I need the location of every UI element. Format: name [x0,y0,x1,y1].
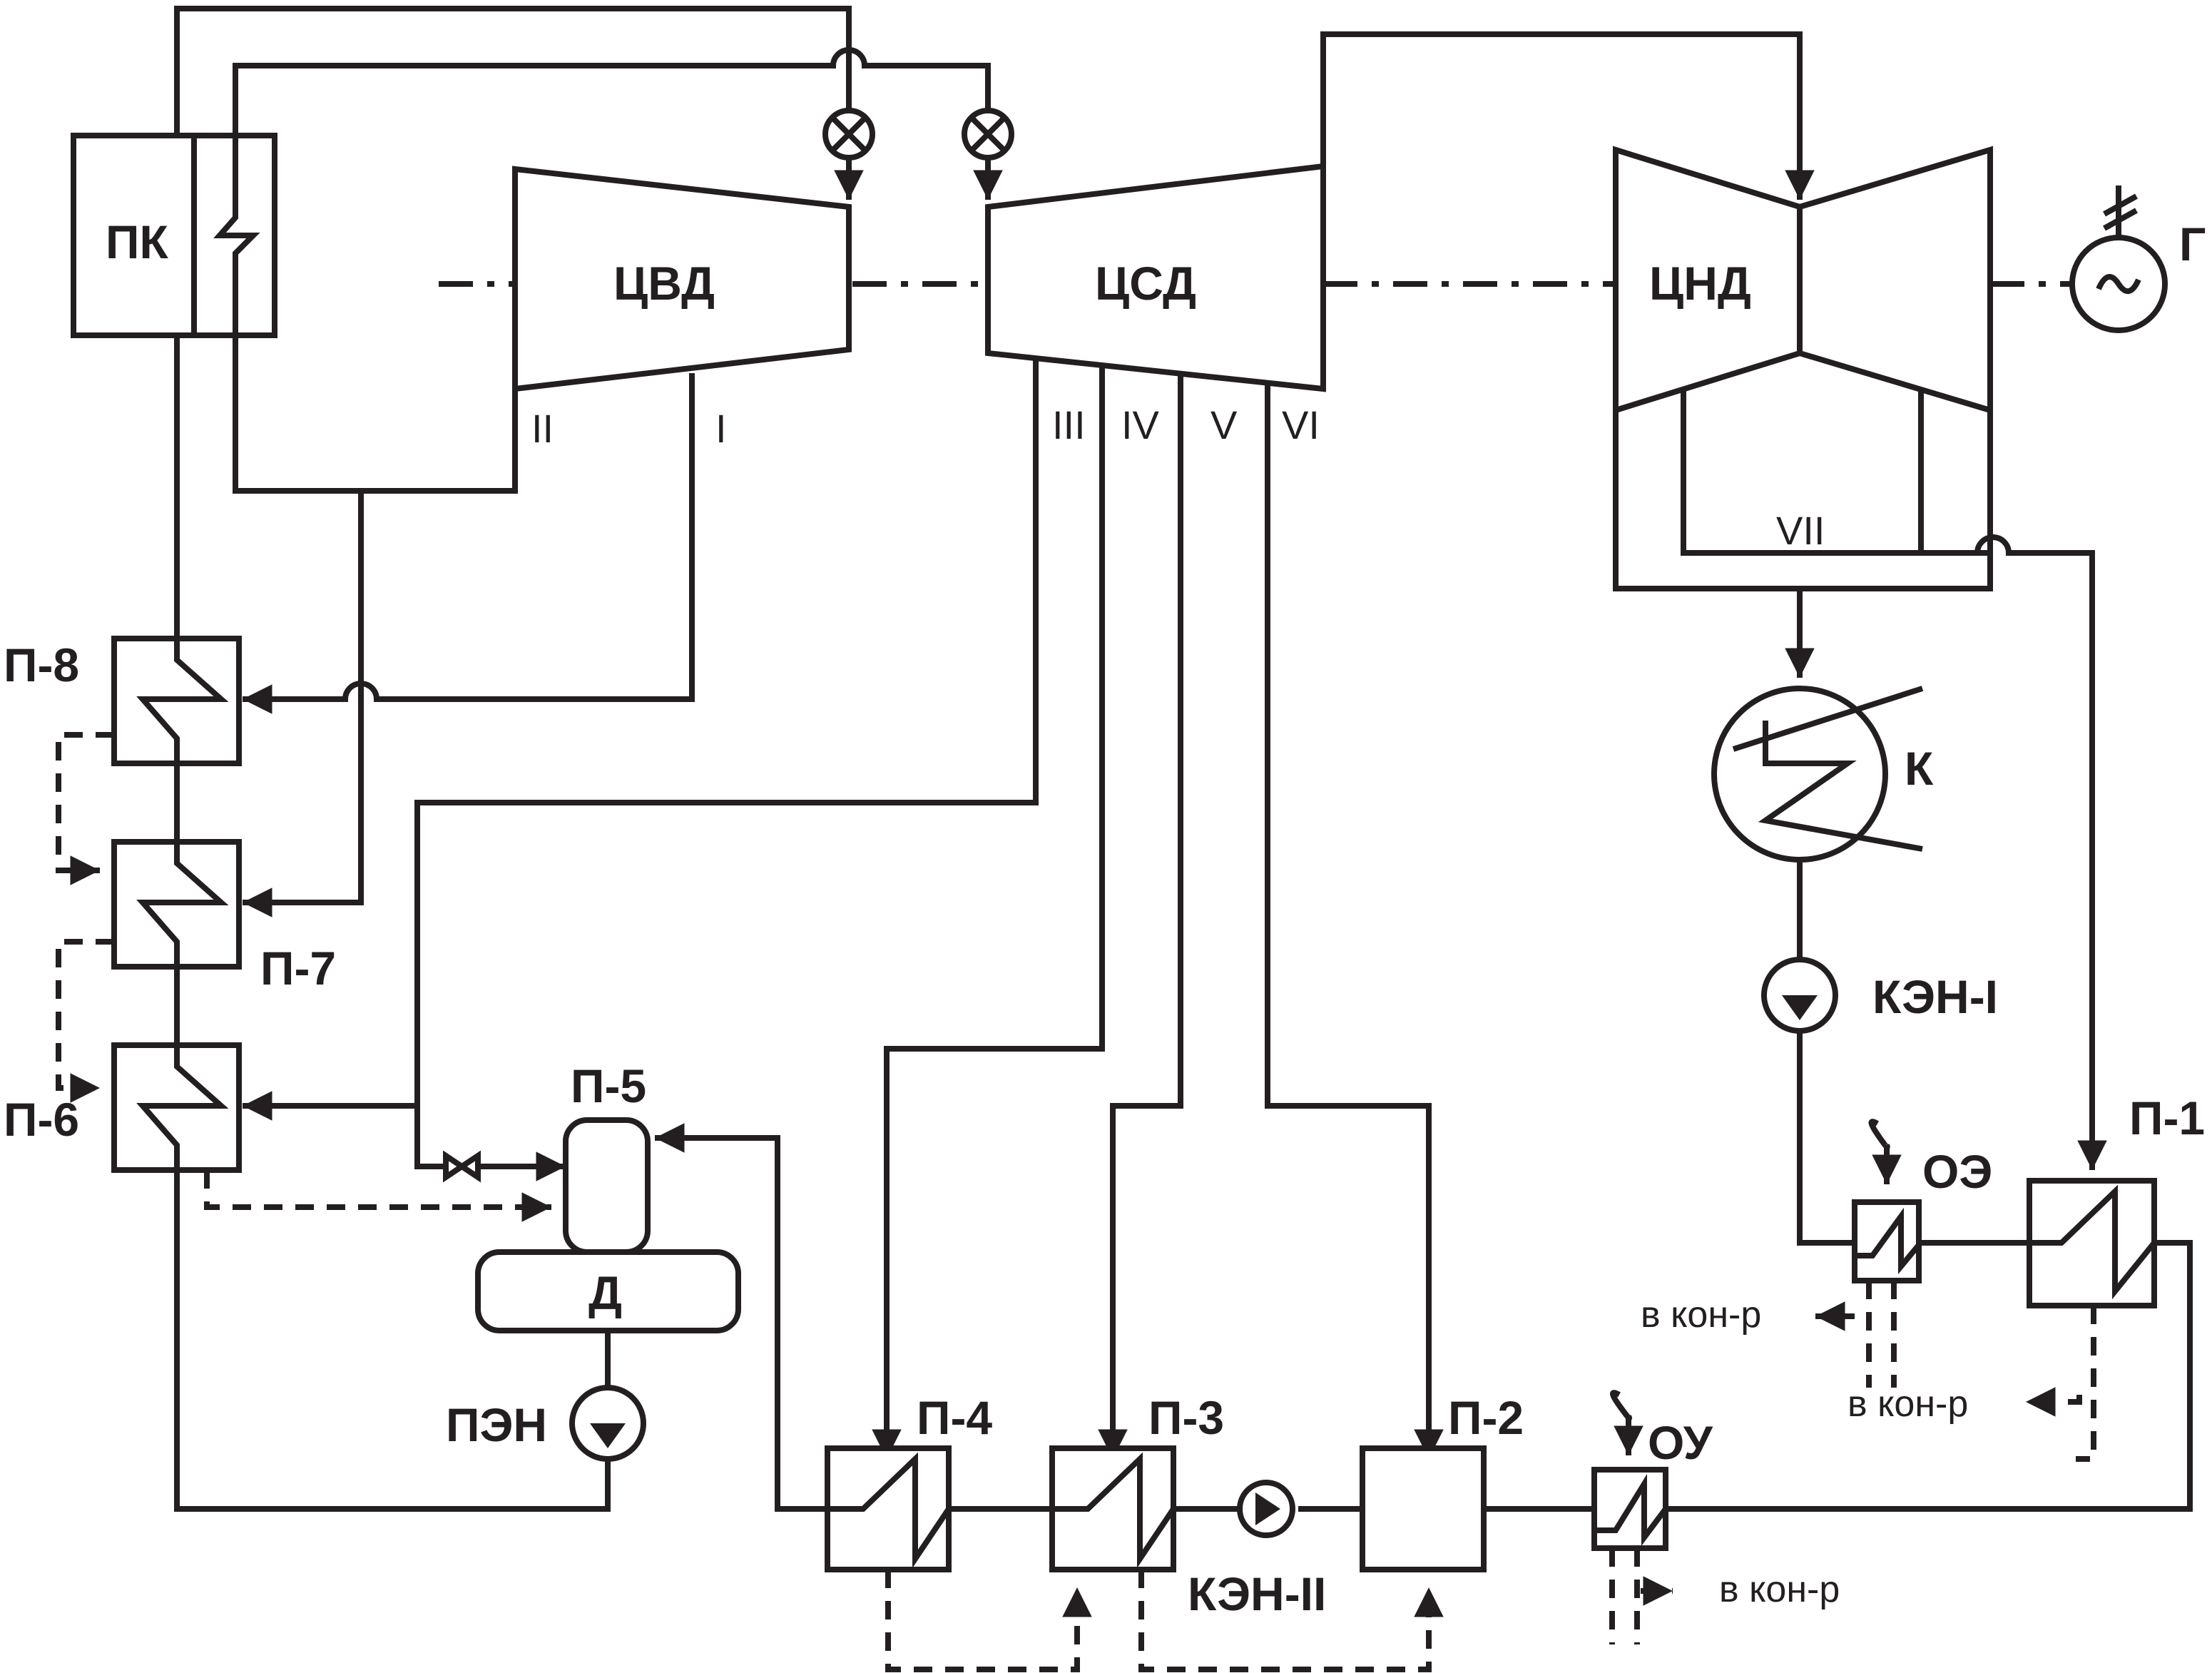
seal-cooler: ОУ [1591,1390,1713,1551]
heater-p8-label: П-8 [4,639,79,691]
boiler-label: ПК [106,215,168,268]
ejector-drain [1815,1281,1897,1388]
deaerator: Д П-5 [475,1059,741,1333]
p8-drain [56,732,114,885]
extraction-VI: VI [1282,402,1320,447]
crossover-pipe [1320,31,1815,200]
hp-cylinder: ЦВД [512,166,852,392]
condensate-pump-2-label: КЭН-II [1188,1567,1326,1620]
reheater-coil [213,136,260,335]
extraction-pipe-VI [1265,382,1444,1459]
deaerator-label: Д [588,1266,622,1319]
drain-note-3: в кон-р [1719,1569,1840,1610]
ip-stop-valve [962,108,1014,200]
extraction-pipe-IV [872,367,1105,1459]
extraction-pipe-V [1098,376,1183,1459]
heater-p2: П-2 [1360,1391,1524,1572]
deaerator-steam-valve [443,1150,481,1183]
heater-p1: П-1 [2027,1092,2205,1308]
extraction-V: V [1211,402,1238,447]
condensate-line-2 [1797,1031,1855,1246]
condensate-pump-1: КЭН-I [1761,957,1998,1034]
heater-p6-label: П-6 [4,1093,79,1146]
heater-p5-label: П-5 [571,1059,646,1112]
lp-cylinder-label: ЦНД [1649,257,1751,310]
ejector-cooler: ОЭ [1852,1119,1992,1283]
seal-cooler-label: ОУ [1648,1416,1713,1469]
main-steam-pipe [174,6,852,136]
deaerator-steam [414,1106,566,1181]
condensate-to-deaerator [655,1123,827,1512]
feedwater-line [174,1170,611,1512]
condensate-pump-2: КЭН-II [1188,1480,1326,1620]
ip-cylinder: ЦСД [985,163,1326,392]
extraction-VII: VII [1776,508,1825,553]
heater-p2-label: П-2 [1448,1391,1524,1444]
condenser: К [1711,686,1934,863]
seal-drain [1609,1548,1673,1644]
heater-p7: П-7 [111,839,336,995]
condenser-label: К [1905,742,1934,795]
heater-p3: П-3 [1049,1391,1224,1572]
p7-drain [56,939,114,1103]
heater-p4-label: П-4 [917,1391,992,1444]
extraction-pipe-VII [1921,534,2107,1170]
ejector-cooler-label: ОЭ [1922,1145,1992,1198]
ip-cylinder-label: ЦСД [1095,257,1196,310]
heater-p8: П-8 [4,636,242,766]
cold-reheat-pipe [233,335,518,494]
feed-pump: ПЭН [446,1385,646,1462]
extraction-pipe-I [243,373,695,714]
extraction-pipe-III [243,360,1039,1121]
p3-drain-to-p2 [1138,1570,1444,1672]
extraction-I: I [715,406,727,451]
heater-p3-label: П-3 [1148,1391,1224,1444]
heater-p6: П-6 [4,1042,242,1173]
condensate-line-4 [1666,1240,2193,1512]
drain-note-1: в кон-р [1641,1294,1761,1336]
extraction-pipe-II [243,491,364,917]
condensate-pump-1-label: КЭН-I [1872,970,1998,1023]
p4-drain-to-p3 [885,1570,1092,1672]
boiler: ПК [71,133,277,338]
extraction-IV: IV [1121,402,1160,447]
heater-p7-label: П-7 [260,942,336,995]
generator-label: Г [2179,218,2206,270]
lp-cylinder: ЦНД [1613,146,1993,591]
hot-reheat-pipe [233,47,991,136]
feed-pump-label: ПЭН [446,1398,547,1451]
heater-p4: П-4 [825,1391,992,1572]
extraction-II: II [531,406,554,451]
extraction-III: III [1052,402,1086,447]
generator: Г [2069,185,2206,333]
hp-stop-valve [822,108,875,200]
p6-drain [204,1170,551,1222]
p1-drain [2026,1306,2096,1462]
hp-cylinder-label: ЦВД [613,257,715,310]
drain-note-2: в кон-р [1847,1383,1968,1425]
heater-p1-label: П-1 [2129,1092,2205,1144]
